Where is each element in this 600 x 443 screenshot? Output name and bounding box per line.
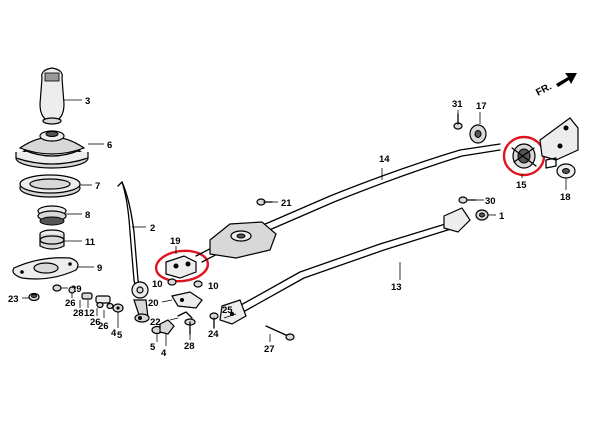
- bushing: [39, 229, 65, 250]
- callout-26-a: 26: [65, 298, 76, 309]
- bushing-cluster: [68, 286, 124, 313]
- front-direction-indicator: FR.: [534, 73, 577, 99]
- highlight-circle-19: [154, 249, 210, 283]
- callout-31: 31: [452, 99, 463, 110]
- callout-4-a: 4: [111, 328, 117, 339]
- callout-27: 27: [264, 344, 275, 355]
- callout-5-a: 5: [117, 330, 123, 341]
- callout-4-b: 4: [161, 348, 167, 359]
- callout-26-b: 26: [90, 317, 101, 328]
- callout-25: 25: [222, 305, 233, 316]
- lever-holder-19: [165, 255, 197, 279]
- spring: [37, 205, 67, 226]
- shift-rod-14: [195, 143, 501, 263]
- callout-29: 29: [71, 284, 82, 295]
- callout-15: 15: [516, 180, 527, 191]
- joint-15: [511, 143, 537, 169]
- callout-17: 17: [476, 101, 487, 112]
- callout-10-b: 10: [208, 281, 219, 292]
- clip-22: [177, 311, 193, 319]
- washer-10: [167, 278, 203, 288]
- callout-6: 6: [107, 140, 112, 151]
- bolt-27: [265, 325, 295, 341]
- bracket-20: [171, 291, 203, 309]
- washer-1: [475, 209, 489, 221]
- bolt-31: [453, 113, 463, 130]
- bolt-24: [209, 312, 219, 329]
- callout-30: 30: [485, 196, 496, 207]
- callout-20: 20: [148, 298, 159, 309]
- callout-1: 1: [499, 211, 505, 222]
- bolt-30: [458, 196, 477, 204]
- bolt-28: [184, 318, 196, 335]
- bolt-21: [256, 198, 273, 206]
- callout-5-b: 5: [150, 342, 156, 353]
- callout-26-c: 26: [98, 321, 109, 332]
- front-arrow-icon: [556, 73, 577, 87]
- callout-2: 2: [150, 223, 155, 234]
- callout-18: 18: [560, 192, 571, 203]
- callout-19: 19: [170, 236, 181, 247]
- callout-28-a: 28: [73, 308, 84, 319]
- front-label: FR.: [534, 81, 554, 98]
- nut-4: [159, 319, 175, 335]
- bolt-23: [28, 292, 40, 302]
- callout-13: 13: [391, 282, 402, 293]
- shift-knob: [39, 67, 65, 125]
- washer-18: [556, 163, 576, 179]
- bushing-17: [469, 124, 487, 144]
- callout-8: 8: [85, 210, 90, 221]
- callout-11: 11: [85, 237, 96, 248]
- base-plate: [12, 257, 79, 280]
- boot-ring: [19, 174, 81, 198]
- shift-lever: [117, 181, 150, 323]
- callout-12: 12: [84, 308, 95, 319]
- callout-10-a: 10: [152, 279, 163, 290]
- callout-14: 14: [379, 154, 390, 165]
- nut-29: [52, 284, 62, 292]
- callout-9: 9: [97, 263, 102, 274]
- shift-boot: [15, 130, 89, 169]
- callout-21: 21: [281, 198, 292, 209]
- extension-rod-13: [219, 207, 471, 325]
- callout-28-b: 28: [184, 341, 195, 352]
- callout-3: 3: [85, 96, 90, 107]
- callout-24: 24: [208, 329, 219, 340]
- callout-23: 23: [8, 294, 19, 305]
- callout-7: 7: [95, 181, 100, 192]
- mount-bracket: [539, 117, 579, 169]
- callout-22: 22: [150, 317, 161, 328]
